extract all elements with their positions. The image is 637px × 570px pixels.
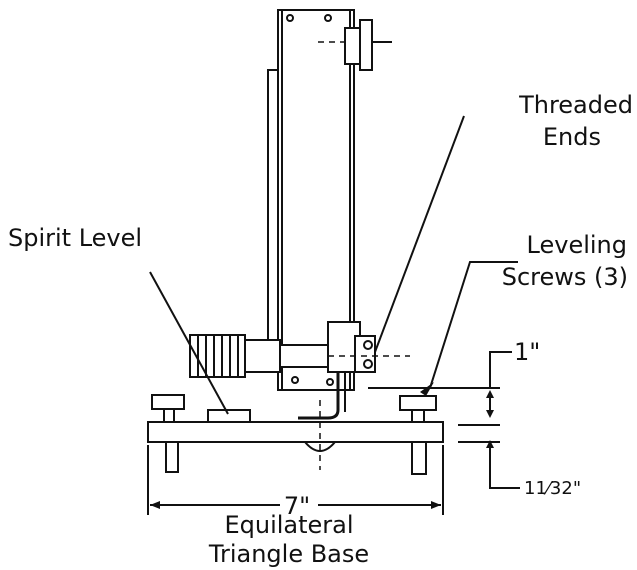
threaded-ends-label-2: Ends <box>543 123 601 151</box>
height-dimension <box>368 351 520 489</box>
spirit-level-label: Spirit Level <box>8 224 142 252</box>
width-dimension <box>147 445 444 515</box>
base-label: Equilateral <box>224 511 353 539</box>
horizontal-adjust-knob <box>189 334 329 378</box>
top-thumb-screw <box>344 19 392 71</box>
vertical-column <box>267 9 385 391</box>
spirit-level-leader <box>149 271 229 415</box>
eleven-32-label: 11⁄32" <box>524 478 581 499</box>
threaded-ends-label: Threaded <box>518 91 633 119</box>
spirit-level <box>207 409 251 423</box>
leveling-screws-label-2: Screws (3) <box>502 263 628 291</box>
threaded-ends-leader <box>374 115 465 353</box>
leveling-screw-right <box>399 395 437 475</box>
leveling-screws-label: Leveling <box>527 231 627 259</box>
bent-rod <box>298 372 340 420</box>
base-label-2: Triangle Base <box>208 540 369 568</box>
leveling-screw-left <box>151 394 185 473</box>
triangle-base-plate <box>147 400 444 470</box>
one-inch-label: 1" <box>514 338 540 366</box>
leveling-screws-leader <box>429 261 518 389</box>
seven-inch-label: 7" <box>284 492 310 520</box>
